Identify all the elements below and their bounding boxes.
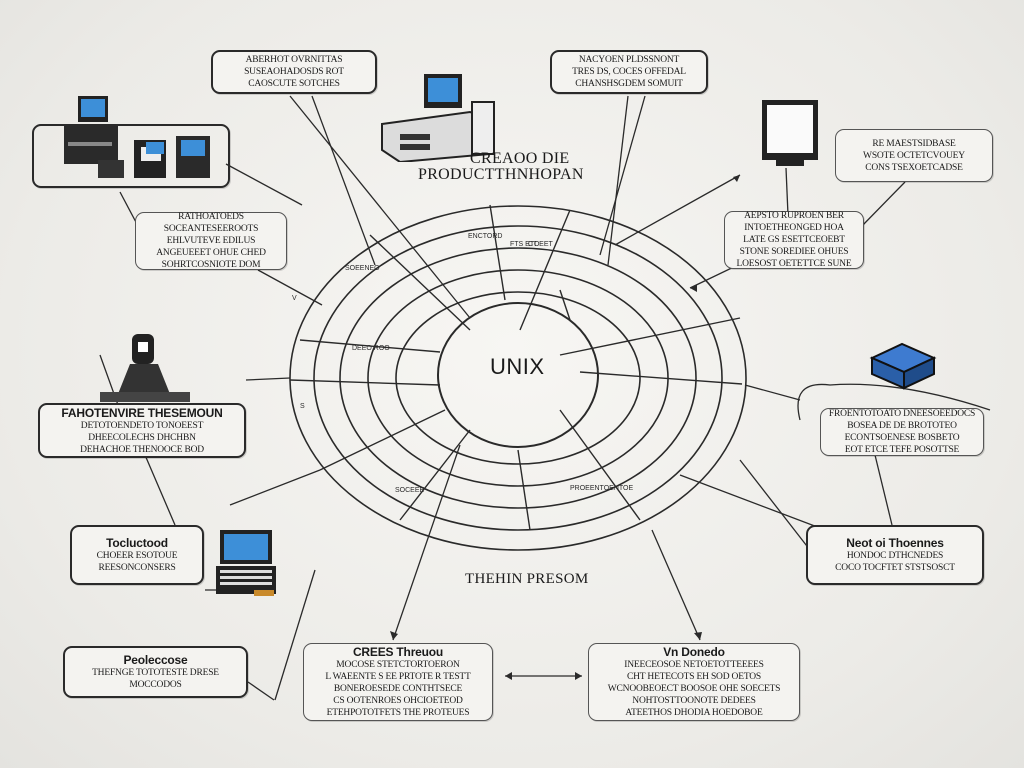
box-bottom-right: Vn Donedo INEECEOSOE NETOETOTTEEEES CHT … bbox=[588, 643, 800, 721]
box-line: DETOTOENDETO TONOEEST bbox=[80, 420, 204, 431]
box-line: ABERHOT OVRNITTAS bbox=[245, 55, 343, 65]
ring-5 bbox=[313, 225, 723, 531]
microscope-icon bbox=[100, 334, 190, 402]
box-line: RATHOATOEDS bbox=[178, 212, 244, 222]
box-line: LOESOST OETETTCE SUNE bbox=[736, 259, 852, 269]
box-line: BOSEA DE DE BROTOTEO bbox=[847, 421, 957, 431]
svg-text:SOEENEO: SOEENEO bbox=[345, 265, 380, 272]
box-line: MOCOSE STETCTORTOERON bbox=[336, 660, 460, 670]
box-line: HONDOC DTHCNEDES bbox=[846, 551, 944, 561]
box-bottom-left: Peoleccose THEFNGE TOTOTESTE DRESE MOCCO… bbox=[63, 646, 248, 698]
box-line: EHLVUTEVE EDILUS bbox=[166, 236, 256, 246]
box-top-center: NACYOEN PLDSSNONT TRES DS, COCES OFFEDAL… bbox=[550, 50, 708, 94]
bottom-caption: THEHIN PRESOM bbox=[465, 571, 589, 587]
box-line: THEFNGE TOTOTESTE DRESE bbox=[92, 668, 219, 678]
box-line: INTOETHEONGED HOA bbox=[744, 223, 844, 233]
box-title: Vn Donedo bbox=[663, 645, 725, 659]
svg-text:ENCTORD: ENCTORD bbox=[468, 233, 502, 240]
box-monitor-cluster bbox=[32, 124, 230, 188]
box-line: CHT HETECOTS EH SOD OETOS bbox=[627, 672, 761, 682]
box-bottom-center: CREES Threuou MOCOSE STETCTORTOERON L WA… bbox=[303, 643, 493, 721]
box-title: Neot oi Thoennes bbox=[846, 536, 944, 550]
box-line: COCO TOCFTET STSTSOSCT bbox=[835, 563, 955, 573]
box-line: RE MAESTSIDBASE bbox=[872, 138, 956, 149]
ring-4 bbox=[339, 247, 697, 509]
svg-text:DEEO ROO: DEEO ROO bbox=[352, 345, 390, 352]
box-line: WSOTE OCTETCVOUEY bbox=[863, 150, 965, 161]
box-line: ANGEUEEET OHUE CHED bbox=[156, 248, 266, 258]
monitor-icon bbox=[762, 100, 818, 166]
box-left-upper: RATHOATOEDS SOCEANTESEEROOTS EHLVUTEVE E… bbox=[135, 212, 287, 270]
box-line: SOHRTCOSNIOTE DOM bbox=[161, 260, 261, 270]
box-line: CS OOTENROES OHCIOETEOD bbox=[333, 696, 463, 706]
top-caption-line-2: PRODUCTTHNHOPAN bbox=[418, 166, 584, 183]
box-line: EOT ETCE TEFE POSOTTSE bbox=[844, 445, 960, 455]
top-caption-line-1: CREAOO DIE bbox=[470, 150, 570, 167]
box-line: CONS TSEXOETCADSE bbox=[865, 162, 963, 173]
svg-text:SOCEEE: SOCEEE bbox=[395, 487, 425, 494]
box-title: Tocluctood bbox=[106, 536, 168, 550]
laptop-icon bbox=[216, 530, 276, 596]
box-left-lower: Tocluctood CHOEER ESOTOUE REESONCONSERS bbox=[70, 525, 204, 585]
ring-2 bbox=[395, 291, 641, 465]
box-line: SOCEANTESEEROOTS bbox=[163, 224, 259, 234]
box-title: CREES Threuou bbox=[352, 645, 444, 659]
box-line: AEPSTO RUPROEN BER bbox=[744, 211, 844, 221]
box-left-mid: FAHOTENVIRE THESEMOUN DETOTOENDETO TONOE… bbox=[38, 403, 246, 458]
box-line: ECONTSOENESE BOSBETO bbox=[844, 433, 960, 443]
box-line: NACYOEN PLDSSNONT bbox=[578, 55, 680, 65]
box-right-top: RE MAESTSIDBASE WSOTE OCTETCVOUEY CONS T… bbox=[835, 129, 993, 182]
box-top-left: ABERHOT OVRNITTAS SUSEAOHADOSDS ROT CAOS… bbox=[211, 50, 377, 94]
box-line: SUSEAOHADOSDS ROT bbox=[244, 67, 344, 77]
svg-text:CT EET: CT EET bbox=[528, 241, 553, 248]
box-line: REESONCONSERS bbox=[98, 563, 176, 573]
box-line: DEHACHOE THENOOCE BOD bbox=[80, 444, 204, 455]
monitor-cluster-icon bbox=[64, 96, 210, 178]
box-line: L WAEENTE S EE PRTOTE R TESTT bbox=[325, 672, 471, 682]
box-right-mid: FROENTOTOATO DNEESOEEDOCS BOSEA DE DE BR… bbox=[820, 408, 984, 456]
ring-1 bbox=[437, 302, 599, 448]
box-line: CAOSCUTE SOTCHES bbox=[248, 79, 340, 89]
center-label: UNIX bbox=[490, 354, 545, 379]
box-line: INEECEOSOE NETOETOTTEEEES bbox=[624, 660, 764, 670]
box-line: DHEECOLECHS DHCHBN bbox=[88, 432, 196, 443]
svg-text:S: S bbox=[300, 403, 305, 410]
box-line: FROENTOTOATO DNEESOEEDOCS bbox=[828, 409, 976, 419]
box-line: CHOEER ESOTOUE bbox=[96, 551, 178, 561]
box-line: WCNOOBEOECT BOOSOE OHE SOECETS bbox=[607, 684, 781, 694]
box-line: TRES DS, COCES OFFEDAL bbox=[572, 67, 686, 77]
box-line: ETEHPOTOTFETS THE PROTEUES bbox=[326, 708, 470, 718]
server-rack-icon bbox=[381, 74, 495, 162]
box-line: NOHTOSTTOONOTE DEDEES bbox=[632, 696, 756, 706]
box-line: STONE SOREDIEE OHUES bbox=[739, 247, 849, 257]
box-right-lower: Neot oi Thoennes HONDOC DTHCNEDES COCO T… bbox=[806, 525, 984, 585]
box-line: ATEETHOS DHODIA HOEDOBOE bbox=[625, 708, 763, 718]
box-line: MOCCODOS bbox=[129, 680, 182, 690]
svg-text:FTS ETO: FTS ETO bbox=[510, 241, 540, 248]
box-title: FAHOTENVIRE THESEMOUN bbox=[61, 405, 223, 420]
box-line: LATE GS ESETTCEOEBT bbox=[743, 235, 845, 245]
server-block-icon bbox=[869, 342, 937, 390]
box-line: CHANSHSGDEM SOMUIT bbox=[575, 79, 683, 89]
box-center-right-note: AEPSTO RUPROEN BER INTOETHEONGED HOA LAT… bbox=[724, 211, 864, 269]
box-line: BONEROESEDE CONTHTSECE bbox=[333, 684, 463, 694]
svg-text:V: V bbox=[292, 295, 297, 302]
svg-text:PROEENTOENTOE: PROEENTOENTOE bbox=[570, 485, 633, 492]
box-title: Peoleccose bbox=[123, 653, 188, 667]
